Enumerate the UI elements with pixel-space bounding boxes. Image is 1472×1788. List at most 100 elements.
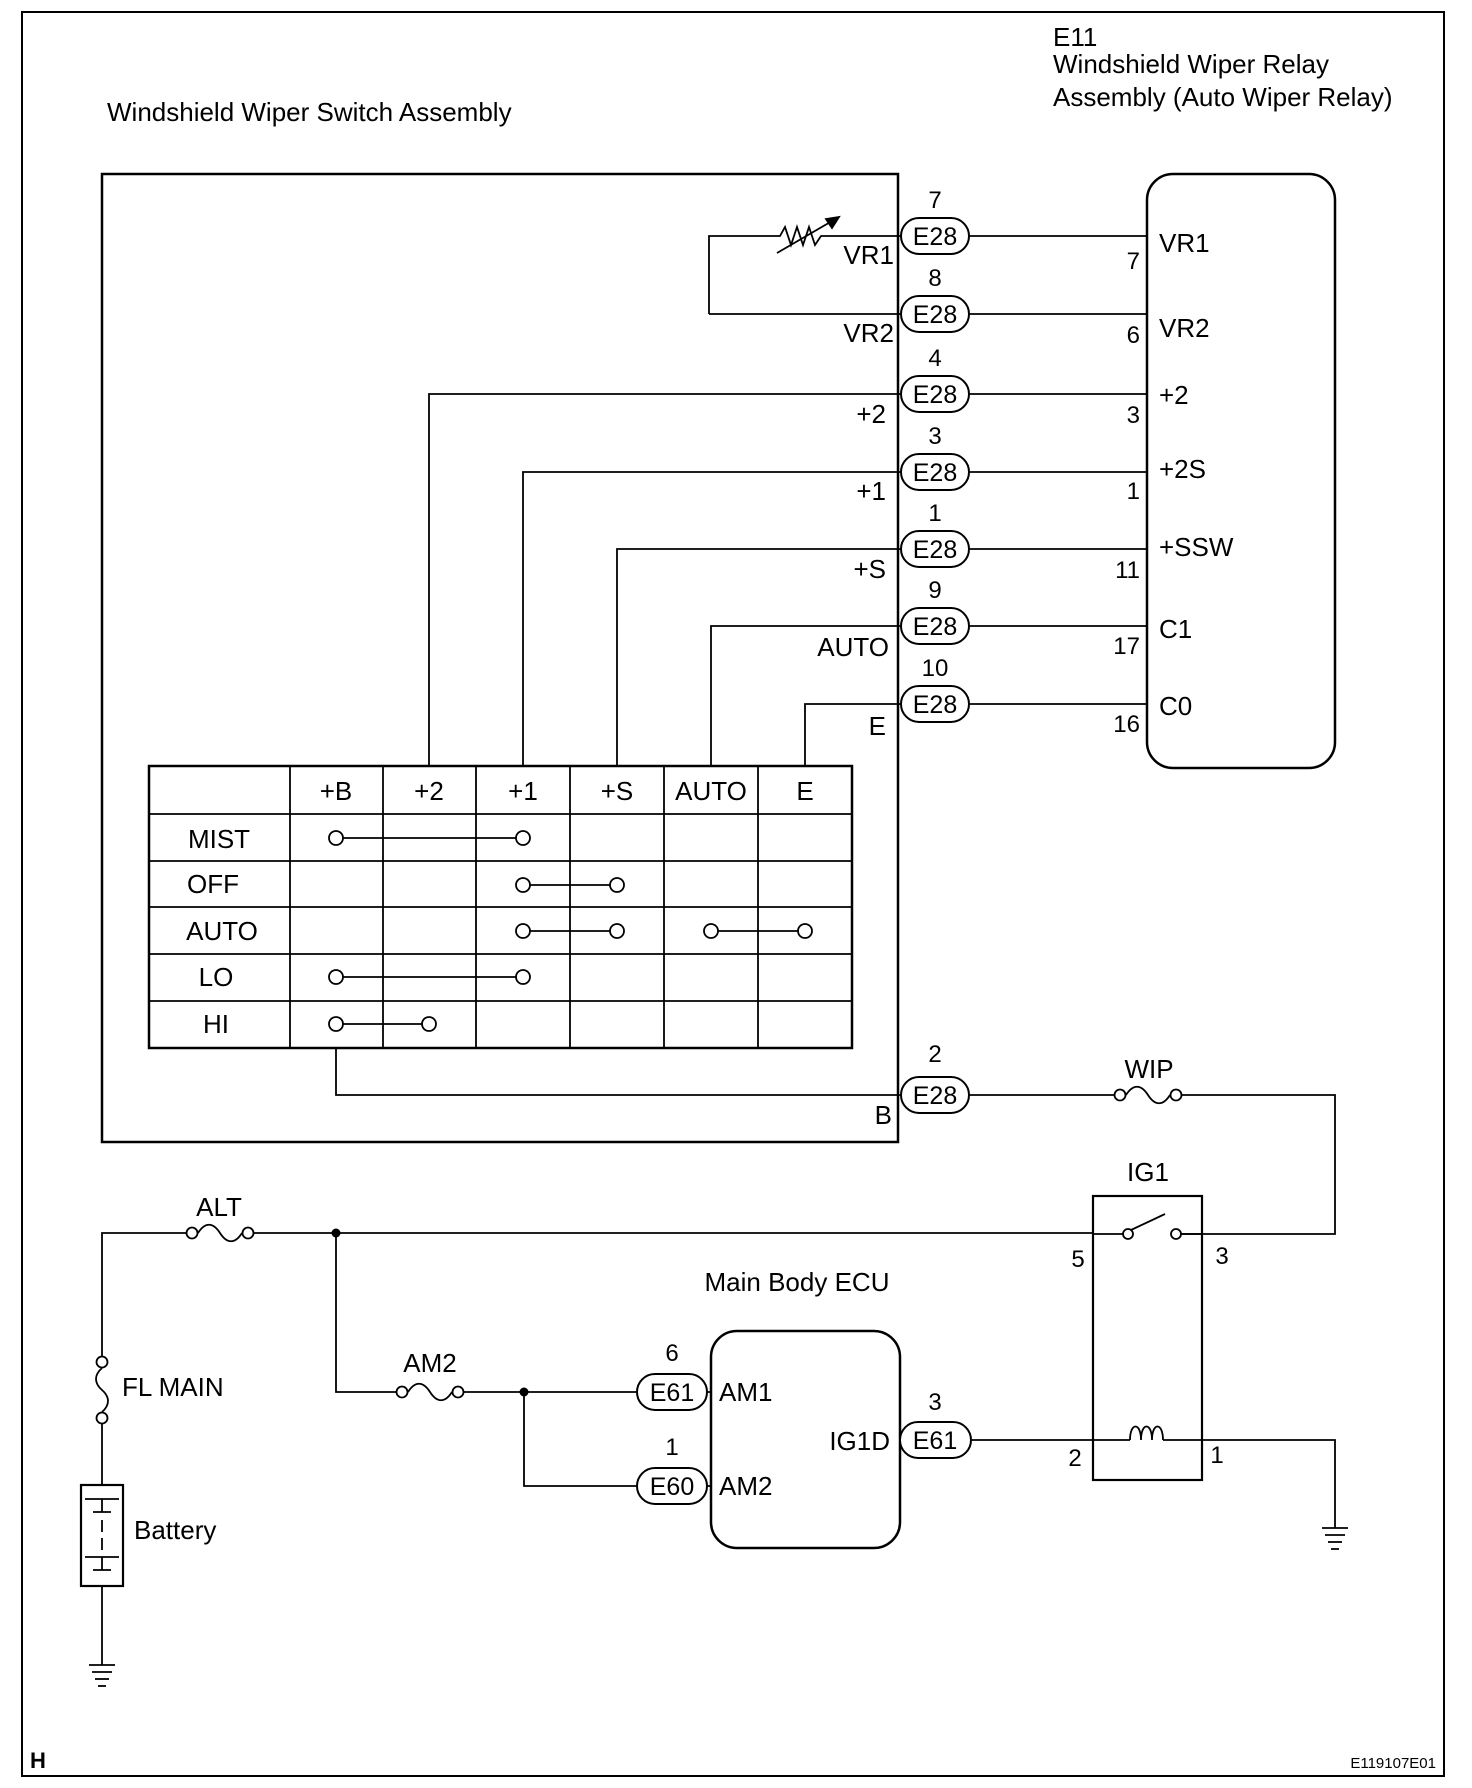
e28-connector-plus-s: E28 1 bbox=[900, 500, 970, 568]
e28-pin: 2 bbox=[928, 1041, 941, 1068]
ecu-ig1d-label: IG1D bbox=[829, 1426, 890, 1456]
e60-am2-pin: 1 bbox=[665, 1434, 678, 1461]
relay-pin: 7 bbox=[1127, 248, 1140, 275]
fl-main-fusible-link: FL MAIN bbox=[95, 1355, 224, 1425]
relay-pin: 17 bbox=[1113, 633, 1140, 660]
am2-fuse: AM2 bbox=[395, 1348, 465, 1402]
e28-connector-e: E28 10 bbox=[900, 655, 970, 723]
relay-title-line2: Assembly (Auto Wiper Relay) bbox=[1053, 82, 1393, 112]
e28-connector-plus1: E28 3 bbox=[900, 423, 970, 491]
ecu-title: Main Body ECU bbox=[705, 1267, 890, 1297]
relay-pin: 3 bbox=[1127, 402, 1140, 429]
page-frame bbox=[21, 11, 1445, 1777]
relay-code: E11 bbox=[1053, 22, 1097, 52]
switch-table-column-headers: +B +2 +1 +S AUTO E bbox=[320, 776, 814, 806]
e61-ig1d-pin: 3 bbox=[928, 1389, 941, 1416]
switch-assembly-title: Windshield Wiper Switch Assembly bbox=[107, 97, 512, 127]
contact-point bbox=[515, 830, 531, 846]
e61-am1-label: E61 bbox=[650, 1379, 694, 1407]
ig1-pin-left: 5 bbox=[1071, 1246, 1084, 1273]
e28-label: E28 bbox=[913, 223, 957, 251]
e28-label: E28 bbox=[913, 613, 957, 641]
contact-point bbox=[421, 1016, 437, 1032]
contact-point bbox=[515, 923, 531, 939]
battery-icon bbox=[79, 1483, 125, 1588]
alt-fuse-label: ALT bbox=[196, 1192, 242, 1222]
am2-fuse-label: AM2 bbox=[403, 1348, 456, 1378]
switch-table-connections bbox=[328, 830, 813, 1032]
wip-fuse-label: WIP bbox=[1124, 1054, 1173, 1084]
relay-terminals: VR1 VR2 +2 +2S +SSW C1 C0 7 6 3 1 11 17 … bbox=[1113, 228, 1234, 738]
switch-table: +B +2 +1 +S AUTO E MIST OFF AUTO LO HI bbox=[147, 764, 854, 1050]
e61-ig1d-label: E61 bbox=[913, 1427, 957, 1455]
fl-main-label: FL MAIN bbox=[122, 1372, 224, 1402]
e28-label: E28 bbox=[913, 1082, 957, 1110]
relay-terminal-label: +2 bbox=[1159, 380, 1189, 410]
column-header: E bbox=[796, 776, 813, 806]
relay-pin: 1 bbox=[1127, 478, 1140, 505]
e28-pin: 4 bbox=[928, 345, 941, 372]
footer-left: H bbox=[30, 1748, 46, 1773]
footer-right: E119107E01 bbox=[1350, 1755, 1436, 1772]
battery-label: Battery bbox=[134, 1515, 216, 1545]
e28-pin: 10 bbox=[922, 655, 949, 682]
ecu-am1-label: AM1 bbox=[719, 1377, 772, 1407]
column-header: +B bbox=[320, 776, 353, 806]
wip-fuse: WIP bbox=[969, 1054, 1336, 1235]
e28-connector-b: E28 2 bbox=[900, 1041, 970, 1114]
relay-pin: 6 bbox=[1127, 322, 1140, 349]
relay-terminal-label: C1 bbox=[1159, 614, 1192, 644]
contact-point bbox=[328, 1016, 344, 1032]
e28-connector-vr1: E28 7 bbox=[900, 187, 970, 255]
switch-table-row-labels: MIST OFF AUTO LO HI bbox=[186, 824, 258, 1039]
e28-pin: 1 bbox=[928, 500, 941, 527]
e60-am2-connector: E60 1 bbox=[636, 1434, 708, 1505]
e28-connector-auto: E28 9 bbox=[900, 577, 970, 645]
e61-ig1d-connector: E61 3 bbox=[899, 1389, 972, 1459]
ig1-relay: IG1 5 3 2 1 bbox=[1068, 1157, 1229, 1482]
battery-ground-icon bbox=[89, 1664, 115, 1687]
ig1-coil-pin-right: 1 bbox=[1210, 1442, 1223, 1469]
contact-point bbox=[328, 969, 344, 985]
column-header: +S bbox=[601, 776, 634, 806]
switch-wires bbox=[335, 393, 901, 1096]
switch-assembly-box bbox=[100, 172, 900, 1144]
switch-terminal-label: +S bbox=[853, 554, 886, 584]
relay-terminal-label: +2S bbox=[1159, 454, 1206, 484]
e28-pin: 9 bbox=[928, 577, 941, 604]
ig1-coil-icon bbox=[1129, 1425, 1164, 1441]
contact-point bbox=[703, 923, 719, 939]
switch-connection bbox=[515, 923, 625, 939]
column-header: +1 bbox=[508, 776, 538, 806]
relay-terminal-label: VR2 bbox=[1159, 313, 1210, 343]
switch-connection bbox=[328, 969, 531, 985]
ig1-coil-pin-left: 2 bbox=[1068, 1445, 1081, 1472]
e61-am1-pin: 6 bbox=[665, 1340, 678, 1367]
contact-point bbox=[609, 923, 625, 939]
e28-label: E28 bbox=[913, 691, 957, 719]
relay-pin: 16 bbox=[1113, 711, 1140, 738]
contact-point bbox=[609, 877, 625, 893]
e28-pin: 7 bbox=[928, 187, 941, 214]
switch-terminal-label: +1 bbox=[856, 476, 886, 506]
e28-pin: 3 bbox=[928, 423, 941, 450]
variable-resistor bbox=[708, 215, 901, 315]
switch-connection bbox=[328, 1016, 437, 1032]
relay-pin: 11 bbox=[1115, 557, 1140, 584]
switch-terminal-label: VR1 bbox=[843, 240, 894, 270]
relay-title-line1: Windshield Wiper Relay bbox=[1053, 49, 1329, 79]
switch-terminal-label: +2 bbox=[856, 399, 886, 429]
switch-terminal-labels: VR1 VR2 +2 +1 +S AUTO E B bbox=[817, 240, 894, 1130]
e28-label: E28 bbox=[913, 536, 957, 564]
e28-connector-vr2: E28 8 bbox=[900, 265, 970, 333]
relay-terminal-label: +SSW bbox=[1159, 532, 1234, 562]
relay-terminal-label: VR1 bbox=[1159, 228, 1210, 258]
switch-connection bbox=[703, 923, 813, 939]
row-label: HI bbox=[203, 1009, 229, 1039]
ig1-switch-contact bbox=[1130, 1213, 1166, 1231]
row-label: MIST bbox=[188, 824, 250, 854]
switch-connection bbox=[515, 877, 625, 893]
column-header: +2 bbox=[414, 776, 444, 806]
switch-terminal-label: AUTO bbox=[817, 632, 889, 662]
